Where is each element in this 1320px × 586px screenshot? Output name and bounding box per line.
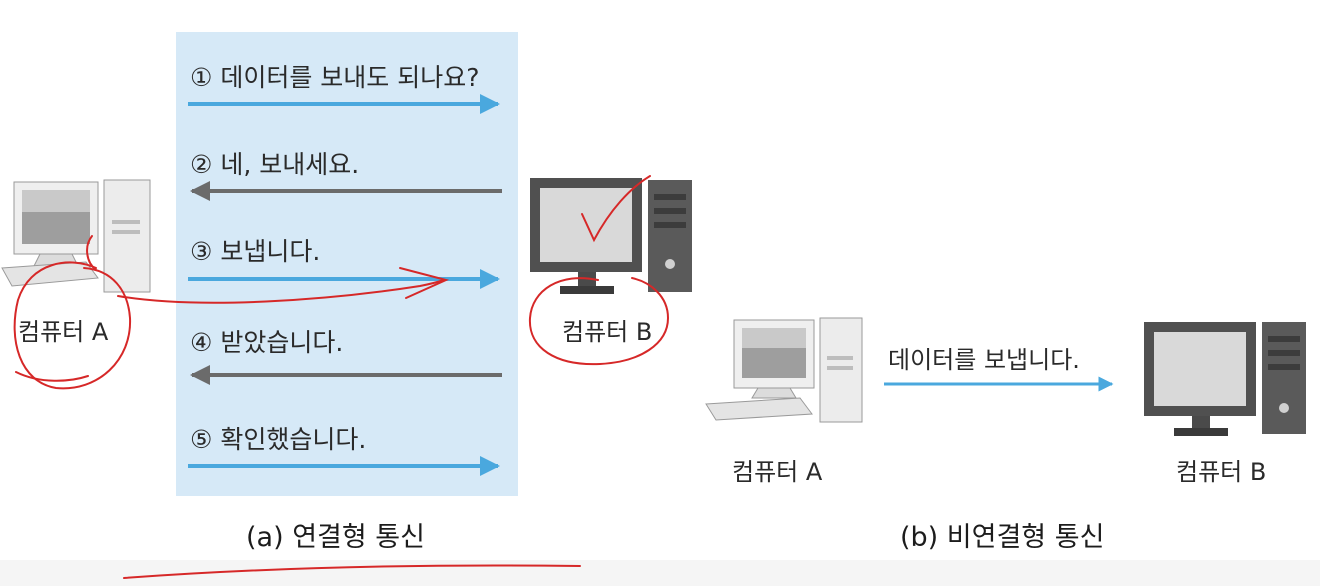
underline-squiggle-a (15, 371, 89, 382)
caption-connection-oriented: (a) 연결형 통신 (246, 522, 425, 553)
circle-around-computer-a (13, 261, 132, 390)
check-mark (581, 175, 651, 243)
computer-a-icon (1, 179, 151, 293)
connectionless-computer-a-icon (705, 317, 863, 423)
connectionless-message: 데이터를 보냅니다. (888, 346, 1080, 374)
step-5-label: ⑤ 확인했습니다. (190, 425, 367, 454)
connection-trace-arrow (117, 279, 445, 304)
computer-a-label: 컴퓨터 A (18, 318, 109, 346)
connection-oriented-panel (176, 32, 518, 496)
step-1-label: ① 데이터를 보내도 되나요? (190, 63, 480, 92)
connectionless-computer-b-label: 컴퓨터 B (1176, 458, 1267, 486)
step-2-label: ② 네, 보내세요. (190, 150, 360, 179)
connectionless-computer-a-label: 컴퓨터 A (732, 458, 823, 486)
computer-b-icon (530, 178, 692, 294)
step-4-label: ④ 받았습니다. (190, 328, 344, 357)
handwritten-annotations (13, 175, 670, 579)
caption-connectionless: (b) 비연결형 통신 (900, 522, 1105, 553)
cable-mark (86, 235, 97, 271)
circle-around-computer-b (528, 277, 670, 366)
computer-b-label: 컴퓨터 B (562, 318, 653, 346)
caption-a-underline (123, 564, 581, 579)
connectionless-computer-b-icon (1144, 322, 1306, 436)
step-3-label: ③ 보냅니다. (190, 237, 321, 266)
